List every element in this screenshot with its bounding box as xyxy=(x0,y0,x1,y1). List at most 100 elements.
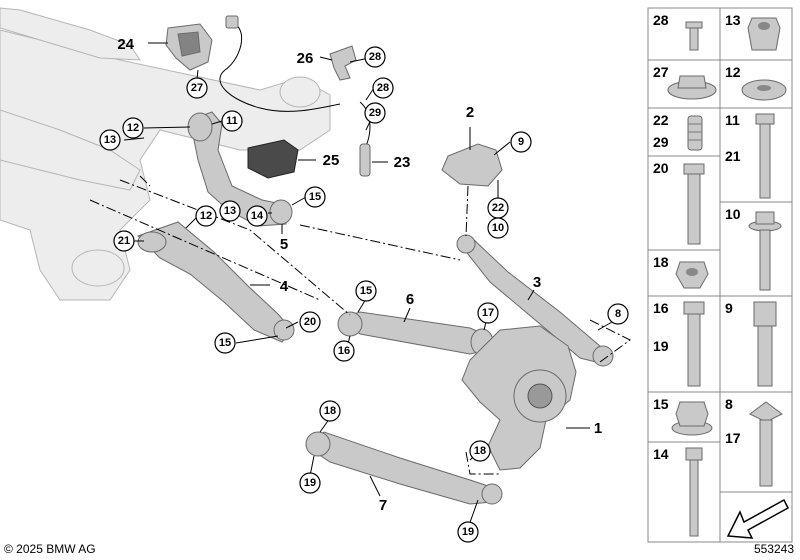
plain-callouts: 24 26 25 23 2 5 4 3 6 1 7 xyxy=(117,36,602,514)
svg-text:18: 18 xyxy=(324,405,336,417)
nut-18-icon xyxy=(675,261,709,289)
callout-29: 29 xyxy=(364,102,386,124)
svg-text:18: 18 xyxy=(474,445,486,457)
svg-text:15: 15 xyxy=(219,337,231,349)
callout-5: 5 xyxy=(280,236,288,253)
callout-10: 10 xyxy=(487,217,509,239)
legend-10: 10 xyxy=(725,206,741,222)
lower-arm-7[interactable] xyxy=(305,431,503,505)
callout-26: 26 xyxy=(297,50,314,67)
direction-arrow-icon xyxy=(726,498,789,539)
legend-27: 27 xyxy=(653,64,669,80)
fastener-legend: 28 13 27 12 22 29 11 21 20 10 18 16 19 9… xyxy=(647,7,793,543)
legend-13: 13 xyxy=(725,12,741,28)
svg-text:28: 28 xyxy=(369,51,381,63)
svg-text:8: 8 xyxy=(615,308,621,320)
svg-text:12: 12 xyxy=(200,210,212,222)
control-arm-6[interactable] xyxy=(337,311,494,356)
washer-12-icon xyxy=(741,79,787,101)
callout-18-b: 18 xyxy=(469,440,491,462)
sensor-cable-27[interactable] xyxy=(219,15,341,112)
callout-19-b: 19 xyxy=(457,521,479,543)
legend-8: 8 xyxy=(725,396,733,412)
callout-20: 20 xyxy=(299,311,321,333)
callout-11: 11 xyxy=(221,110,243,132)
svg-text:13: 13 xyxy=(104,134,116,146)
svg-text:12: 12 xyxy=(127,122,139,134)
callout-16: 16 xyxy=(333,340,355,362)
callout-14: 14 xyxy=(246,205,268,227)
bolt-14-icon xyxy=(685,447,703,537)
wheel-carrier-1[interactable] xyxy=(461,325,577,471)
callout-7: 7 xyxy=(379,497,387,514)
callout-13-b: 13 xyxy=(219,200,241,222)
svg-text:13: 13 xyxy=(224,205,236,217)
legend-29: 29 xyxy=(653,134,669,150)
legend-17: 17 xyxy=(725,430,741,446)
legend-20: 20 xyxy=(653,160,669,176)
bolt-16-icon xyxy=(683,301,705,387)
svg-text:15: 15 xyxy=(309,191,321,203)
svg-text:14: 14 xyxy=(251,210,264,222)
clip-26[interactable] xyxy=(329,45,357,81)
nut-15-icon xyxy=(671,401,713,436)
svg-text:16: 16 xyxy=(338,345,350,357)
svg-text:20: 20 xyxy=(304,316,316,328)
bracket-24[interactable] xyxy=(165,23,213,71)
callout-24: 24 xyxy=(117,36,134,53)
svg-text:19: 19 xyxy=(462,526,474,538)
svg-text:11: 11 xyxy=(226,115,238,127)
trailing-arm-4[interactable] xyxy=(137,221,295,343)
bolt-11-icon xyxy=(755,113,775,199)
bolt-20-icon xyxy=(683,163,705,245)
nut-13-icon xyxy=(747,17,781,51)
legend-9: 9 xyxy=(725,300,733,316)
legend-19: 19 xyxy=(653,338,669,354)
svg-text:10: 10 xyxy=(492,222,504,234)
callout-22: 22 xyxy=(487,197,509,219)
bolt-10-icon xyxy=(748,211,782,291)
callout-15-b: 15 xyxy=(355,280,377,302)
legend-11: 11 xyxy=(725,112,740,128)
legend-18: 18 xyxy=(653,254,669,270)
copyright-text: © 2025 BMW AG xyxy=(4,542,96,556)
callout-25: 25 xyxy=(323,152,340,169)
svg-text:15: 15 xyxy=(360,285,372,297)
callout-12-b: 12 xyxy=(195,205,217,227)
callout-18-a: 18 xyxy=(319,400,341,422)
legend-15: 15 xyxy=(653,396,669,412)
legend-14: 14 xyxy=(653,446,669,462)
cover-25[interactable] xyxy=(247,139,299,179)
circle-callouts: 27 28 28 29 11 12 13 9 22 10 15 14 13 12… xyxy=(99,46,629,543)
callout-27: 27 xyxy=(186,77,208,99)
callout-13-a: 13 xyxy=(99,129,121,151)
svg-text:9: 9 xyxy=(518,136,524,148)
legend-22: 22 xyxy=(653,112,669,128)
callout-19-a: 19 xyxy=(299,472,321,494)
svg-text:19: 19 xyxy=(304,477,316,489)
callout-28-b: 28 xyxy=(372,77,394,99)
callout-17: 17 xyxy=(477,302,499,324)
control-arm-3[interactable] xyxy=(456,234,614,367)
legend-12: 12 xyxy=(725,64,741,80)
svg-text:28: 28 xyxy=(377,82,389,94)
callout-6: 6 xyxy=(406,291,414,308)
rear-axle-subframe[interactable] xyxy=(0,7,331,301)
callout-28-a: 28 xyxy=(364,46,386,68)
svg-text:17: 17 xyxy=(482,307,494,319)
bracket-2[interactable] xyxy=(441,143,503,187)
legend-28: 28 xyxy=(653,12,669,28)
callout-4: 4 xyxy=(280,278,289,295)
sleeve-22-icon xyxy=(687,115,703,151)
callout-12-a: 12 xyxy=(122,117,144,139)
bolt-8-icon xyxy=(749,401,783,487)
callout-8: 8 xyxy=(607,303,629,325)
callout-3: 3 xyxy=(533,274,541,291)
callout-2: 2 xyxy=(466,104,474,121)
legend-16: 16 xyxy=(653,300,669,316)
callout-9: 9 xyxy=(510,131,532,153)
callout-23: 23 xyxy=(394,154,411,171)
callout-15-a: 15 xyxy=(304,186,326,208)
svg-text:21: 21 xyxy=(118,235,130,247)
